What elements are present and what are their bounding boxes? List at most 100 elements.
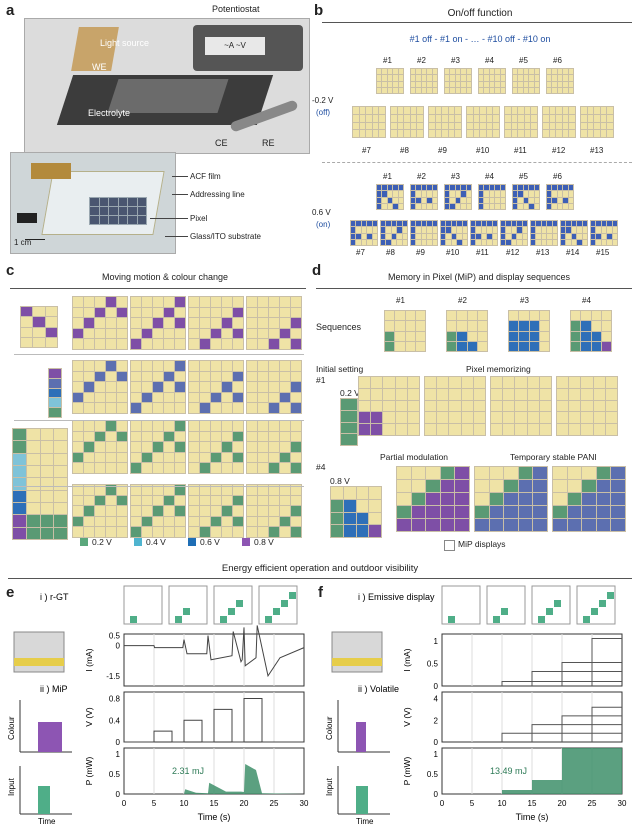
light-source-label: Light source <box>100 38 150 48</box>
on-bottom-label: #10 <box>446 248 460 257</box>
x-tick: 30 <box>618 799 627 808</box>
voltage-ylabel: V (V) <box>84 707 94 727</box>
off-voltage: -0.2 V <box>312 96 334 105</box>
off-grid <box>410 68 438 94</box>
on-bottom-label: #15 <box>596 248 610 257</box>
on-bottom-label: #9 <box>416 248 425 257</box>
off-grid <box>444 68 472 94</box>
pictogram-pixel <box>538 616 545 623</box>
on-grid <box>478 184 506 210</box>
x-tick: 0 <box>440 799 445 808</box>
voltage-step <box>501 732 622 742</box>
c-frame <box>188 296 244 350</box>
pictogram-pixel <box>175 616 182 623</box>
on-grid <box>530 220 558 246</box>
panel-c-legend: 0.2 V 0.4 V 0.6 V 0.8 V <box>26 536 306 548</box>
label-ii: ii ) Volatile <box>358 684 399 694</box>
c-frame <box>130 296 186 350</box>
off-grid <box>428 106 462 138</box>
c-row-divider <box>14 420 304 421</box>
pictogram-pixel <box>448 616 455 623</box>
off-bottom-label: #8 <box>400 146 409 155</box>
off-grid <box>542 106 576 138</box>
d-memorize-frame <box>424 376 486 436</box>
current-ylabel: I (mA) <box>402 648 412 671</box>
voltage-ytick: 2 <box>434 716 439 725</box>
power-ytick: 0 <box>434 790 439 799</box>
off-top-label: #2 <box>417 56 426 65</box>
off-grid <box>352 106 386 138</box>
off-bottom-label: #7 <box>362 146 371 155</box>
c-row-divider <box>14 486 304 487</box>
current-step <box>501 680 622 686</box>
on-grid <box>350 220 378 246</box>
we-label: WE <box>92 62 107 72</box>
c-frame <box>130 360 186 414</box>
sequence-box <box>508 310 550 352</box>
device-icon-layer <box>14 658 64 666</box>
colour-bar <box>38 722 62 752</box>
on-state: (on) <box>316 220 331 229</box>
input-axis: Input <box>325 777 334 796</box>
electrolyte-label: Electrolyte <box>88 108 131 118</box>
potentiostat-box: ~A ~V <box>193 25 303 71</box>
panel-b-rule <box>322 22 632 23</box>
pictogram-pixel <box>591 608 598 615</box>
on-bottom-label: #7 <box>356 248 365 257</box>
current-ytick: 0 <box>116 642 121 651</box>
colour-axis: Colour <box>325 716 334 740</box>
acf-film-strip <box>31 163 71 179</box>
c-frame <box>246 420 302 474</box>
c-motion-icon <box>20 306 58 348</box>
device-icon-layer <box>332 658 382 666</box>
panel-b-title: On/off function <box>447 8 513 19</box>
power-area <box>442 748 622 794</box>
panel-c-label: c <box>6 262 15 279</box>
x-tick: 0 <box>122 799 127 808</box>
current-ylabel: I (mA) <box>84 648 94 671</box>
step-1-label: #1 <box>316 375 326 385</box>
panel-f-label: f <box>318 584 323 601</box>
on-top-label: #3 <box>451 172 460 181</box>
power-ytick: 0 <box>116 790 121 799</box>
ce-label: CE <box>215 138 228 148</box>
energy-annotation: 13.49 mJ <box>490 766 527 776</box>
current-ytick: -1.5 <box>106 672 120 681</box>
sequence-label: #4 <box>582 296 591 305</box>
voltage-ytick: 0.4 <box>109 716 121 725</box>
time-label: Time <box>38 817 56 826</box>
off-grid <box>512 68 540 94</box>
off-grid <box>466 106 500 138</box>
on-grid <box>410 220 438 246</box>
off-bottom-label: #11 <box>514 146 527 155</box>
on-grid <box>500 220 528 246</box>
off-grid <box>390 106 424 138</box>
voltage-line <box>124 698 304 743</box>
pictogram-pixel <box>265 616 272 623</box>
voltage-step <box>591 706 622 742</box>
pictogram-pixel <box>281 600 288 607</box>
d-mip-frame <box>474 466 548 532</box>
panel-b-divider <box>322 162 632 163</box>
pictogram-pixel <box>236 600 243 607</box>
panel-e-label: e <box>6 584 15 601</box>
sequence-pictogram <box>258 585 298 625</box>
addressing-leader <box>172 194 188 195</box>
on-bottom-label: #12 <box>506 248 520 257</box>
acf-label: ACF film <box>190 172 221 181</box>
x-tick: 25 <box>588 799 597 808</box>
sequence-pictogram <box>576 585 616 625</box>
x-label: Time (s) <box>516 812 549 822</box>
pictogram-pixel <box>289 592 296 599</box>
voltage-ytick: 4 <box>434 695 439 704</box>
voltage-ytick: 0 <box>116 738 121 747</box>
pictogram-pixel <box>228 608 235 615</box>
panel-b-label: b <box>314 2 324 19</box>
d-memorize-frame <box>490 376 552 436</box>
sequence-label: #1 <box>396 296 405 305</box>
colour-bar <box>356 722 366 752</box>
on-grid <box>512 184 540 210</box>
c-frame <box>72 360 128 414</box>
scale-bar <box>25 239 45 240</box>
sequence-label: #3 <box>520 296 529 305</box>
